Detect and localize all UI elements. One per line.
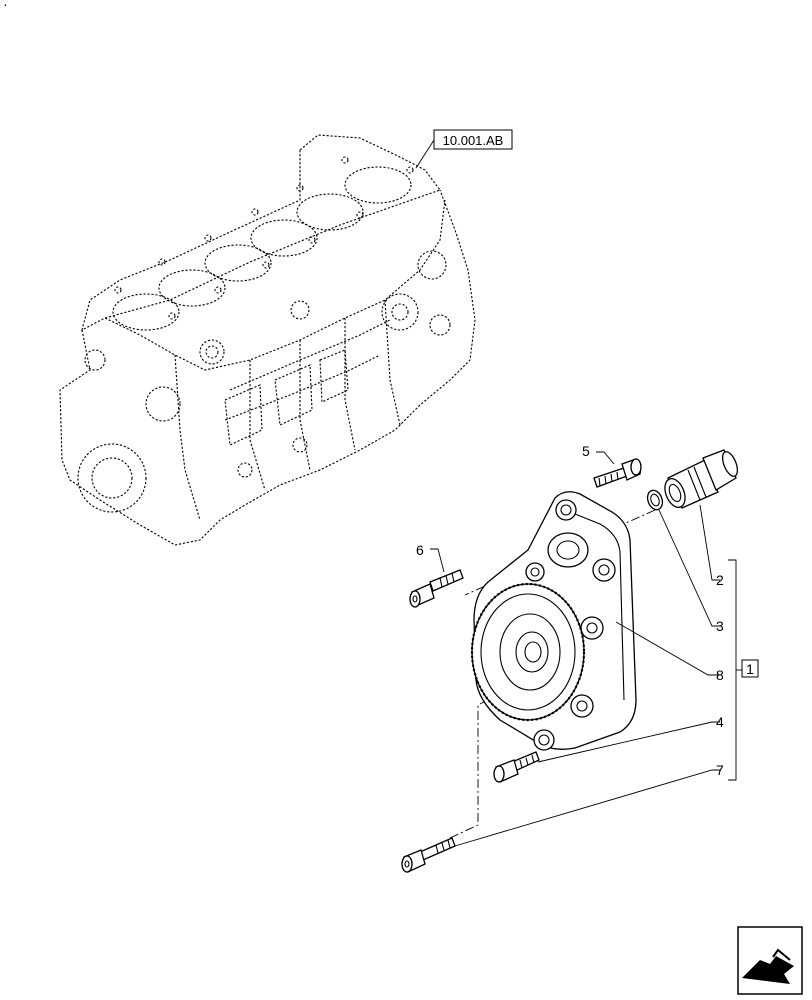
engine-block-outline — [59, 134, 476, 546]
reference-label: 10.001.AB — [443, 133, 504, 148]
callout-3[interactable]: 3 — [716, 618, 724, 634]
assembly-bracket: 1 — [728, 559, 759, 781]
bolt-part-4 — [493, 751, 540, 783]
reference-callout[interactable]: 10.001.AB — [415, 129, 513, 169]
callout-8[interactable]: 8 — [716, 667, 724, 683]
callout-5[interactable]: 5 — [582, 443, 590, 459]
deck-bolt-holes — [114, 156, 414, 320]
callout-6[interactable]: 6 — [416, 542, 424, 558]
oring-part-3 — [646, 489, 664, 511]
callout-2[interactable]: 2 — [716, 572, 724, 588]
valve-part-2 — [664, 449, 739, 509]
callout-7[interactable]: 7 — [716, 762, 724, 778]
pump-drive-gear — [470, 582, 586, 722]
callout-4[interactable]: 4 — [716, 714, 724, 730]
assembly-label: 1 — [746, 661, 754, 677]
bolt-part-6 — [409, 569, 464, 608]
bolt-part-7 — [401, 837, 456, 873]
leader-lines — [430, 451, 720, 847]
corner-mark: · — [3, 0, 8, 12]
bolt-part-5 — [593, 458, 642, 488]
arrow-down-left-icon[interactable] — [737, 926, 803, 995]
